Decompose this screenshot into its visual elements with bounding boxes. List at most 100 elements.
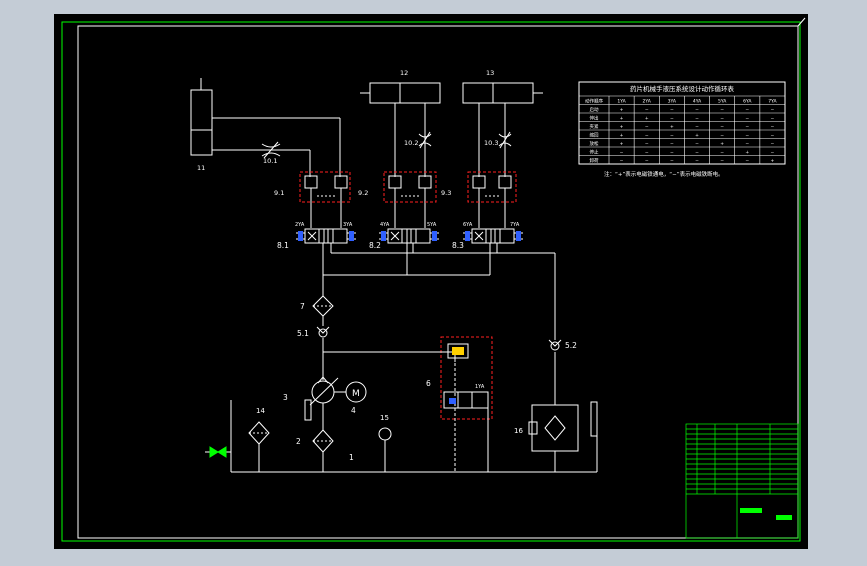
solenoid-2ya bbox=[298, 231, 303, 241]
electric-motor-4 bbox=[345, 381, 367, 403]
label-6: 6 bbox=[426, 379, 431, 388]
solenoid-3ya bbox=[349, 231, 354, 241]
table-header-cell: 7YA bbox=[768, 98, 777, 104]
table-cell: − bbox=[695, 159, 699, 164]
throttle-valve-10-2 bbox=[418, 131, 432, 149]
relief-valve-6 bbox=[443, 343, 489, 472]
table-cell: + bbox=[620, 141, 624, 147]
label-2ya: 2YA bbox=[295, 222, 305, 228]
directional-valve-8-2 bbox=[379, 228, 439, 275]
frame-corner bbox=[797, 17, 806, 27]
label-15: 15 bbox=[380, 414, 389, 422]
table-cell: + bbox=[670, 124, 674, 130]
filter-14 bbox=[248, 421, 270, 472]
table-cell: 缩回 bbox=[590, 131, 599, 138]
table-cell: − bbox=[771, 108, 775, 113]
table-cell: − bbox=[645, 133, 649, 138]
label-4: 4 bbox=[351, 406, 356, 415]
table-cell: + bbox=[720, 141, 724, 147]
drain-valve bbox=[205, 446, 231, 458]
table-cell: − bbox=[695, 142, 699, 147]
label-6ya: 6YA bbox=[463, 222, 473, 228]
pilot-valve bbox=[452, 347, 464, 355]
return-line bbox=[331, 252, 556, 405]
throttle-valve-10-3 bbox=[498, 131, 512, 149]
table-cell: + bbox=[620, 132, 624, 138]
table-cell: 停止 bbox=[590, 148, 599, 155]
oil-tank-1 bbox=[230, 400, 598, 473]
table-cell: + bbox=[620, 107, 624, 113]
hydraulic-lock-9-2 bbox=[388, 175, 432, 228]
table-cell: − bbox=[695, 116, 699, 121]
table-cell: − bbox=[745, 159, 749, 164]
label-5-1: 5.1 bbox=[297, 329, 309, 338]
title-block bbox=[685, 423, 799, 539]
table-note: 注：“+”表示电磁铁通电，“−”表示电磁铁断电。 bbox=[604, 170, 724, 178]
table-cell: − bbox=[720, 116, 724, 121]
cooler-16 bbox=[528, 404, 579, 472]
label-16: 16 bbox=[514, 427, 523, 435]
table-cell: 启动 bbox=[590, 106, 599, 113]
solenoid-7ya bbox=[516, 231, 521, 241]
hydraulic-lock-9-3 bbox=[472, 175, 512, 228]
directional-valve-8-1 bbox=[296, 228, 356, 275]
label-11: 11 bbox=[197, 164, 205, 172]
motor-m-label: M bbox=[352, 389, 360, 399]
table-cell: + bbox=[645, 115, 649, 121]
table-header-cell: 4YA bbox=[693, 98, 702, 104]
table-cell: 伸出 bbox=[590, 114, 599, 121]
table-title: 药片机械手液压系统设计动作循环表 bbox=[630, 84, 735, 93]
table-header-cell: 1YA bbox=[617, 98, 626, 104]
table-header-cell: 5YA bbox=[718, 98, 727, 104]
label-3: 3 bbox=[283, 393, 288, 402]
table-cell: − bbox=[645, 108, 649, 113]
table-cell: − bbox=[695, 150, 699, 155]
table-cell: 放松 bbox=[590, 140, 599, 147]
label-8-1: 8.1 bbox=[277, 241, 289, 250]
check-valve-5-2 bbox=[548, 339, 562, 351]
solenoid-6ya bbox=[465, 231, 470, 241]
label-8-3: 8.3 bbox=[452, 241, 464, 250]
table-cell: − bbox=[670, 116, 674, 121]
label-8-2: 8.2 bbox=[369, 241, 381, 250]
filter-7 bbox=[312, 295, 334, 317]
table-cell: − bbox=[645, 150, 649, 155]
directional-valve-8-3 bbox=[463, 228, 523, 275]
table-header-cell: 2YA bbox=[643, 98, 652, 104]
table-cell: − bbox=[745, 133, 749, 138]
hydraulic-lock-9-1 bbox=[304, 175, 348, 228]
label-10-2: 10.2 bbox=[404, 139, 418, 147]
relief-box-6 bbox=[440, 336, 493, 420]
table-cell: − bbox=[771, 125, 775, 130]
table-cell: + bbox=[745, 149, 749, 155]
table-cell: − bbox=[720, 150, 724, 155]
label-5ya: 5YA bbox=[427, 222, 437, 228]
label-1: 1 bbox=[349, 453, 354, 462]
table-cell: + bbox=[620, 124, 624, 130]
table-cell: − bbox=[720, 125, 724, 130]
table-cell: 卸荷 bbox=[590, 157, 599, 164]
lock-box-9-3 bbox=[467, 171, 517, 203]
table-cell: − bbox=[620, 159, 624, 164]
inner-frame bbox=[77, 25, 799, 539]
table-cell: − bbox=[670, 108, 674, 113]
table-cell: − bbox=[745, 142, 749, 147]
throttle-valve-10-1 bbox=[261, 141, 281, 159]
label-7ya: 7YA bbox=[510, 222, 520, 228]
lock-box-9-2 bbox=[383, 171, 437, 203]
label-13: 13 bbox=[486, 69, 494, 77]
label-4ya: 4YA bbox=[380, 222, 390, 228]
table-cell: + bbox=[695, 132, 699, 138]
table-cell: − bbox=[695, 108, 699, 113]
solenoid-4ya bbox=[381, 231, 386, 241]
label-2: 2 bbox=[296, 437, 301, 446]
label-10-3: 10.3 bbox=[484, 139, 498, 147]
lock-box-9-1 bbox=[299, 171, 351, 203]
table-cell: − bbox=[645, 125, 649, 130]
table-cell: + bbox=[771, 158, 775, 164]
table-cell: − bbox=[670, 159, 674, 164]
table-cell: − bbox=[745, 116, 749, 121]
label-14: 14 bbox=[256, 407, 265, 415]
